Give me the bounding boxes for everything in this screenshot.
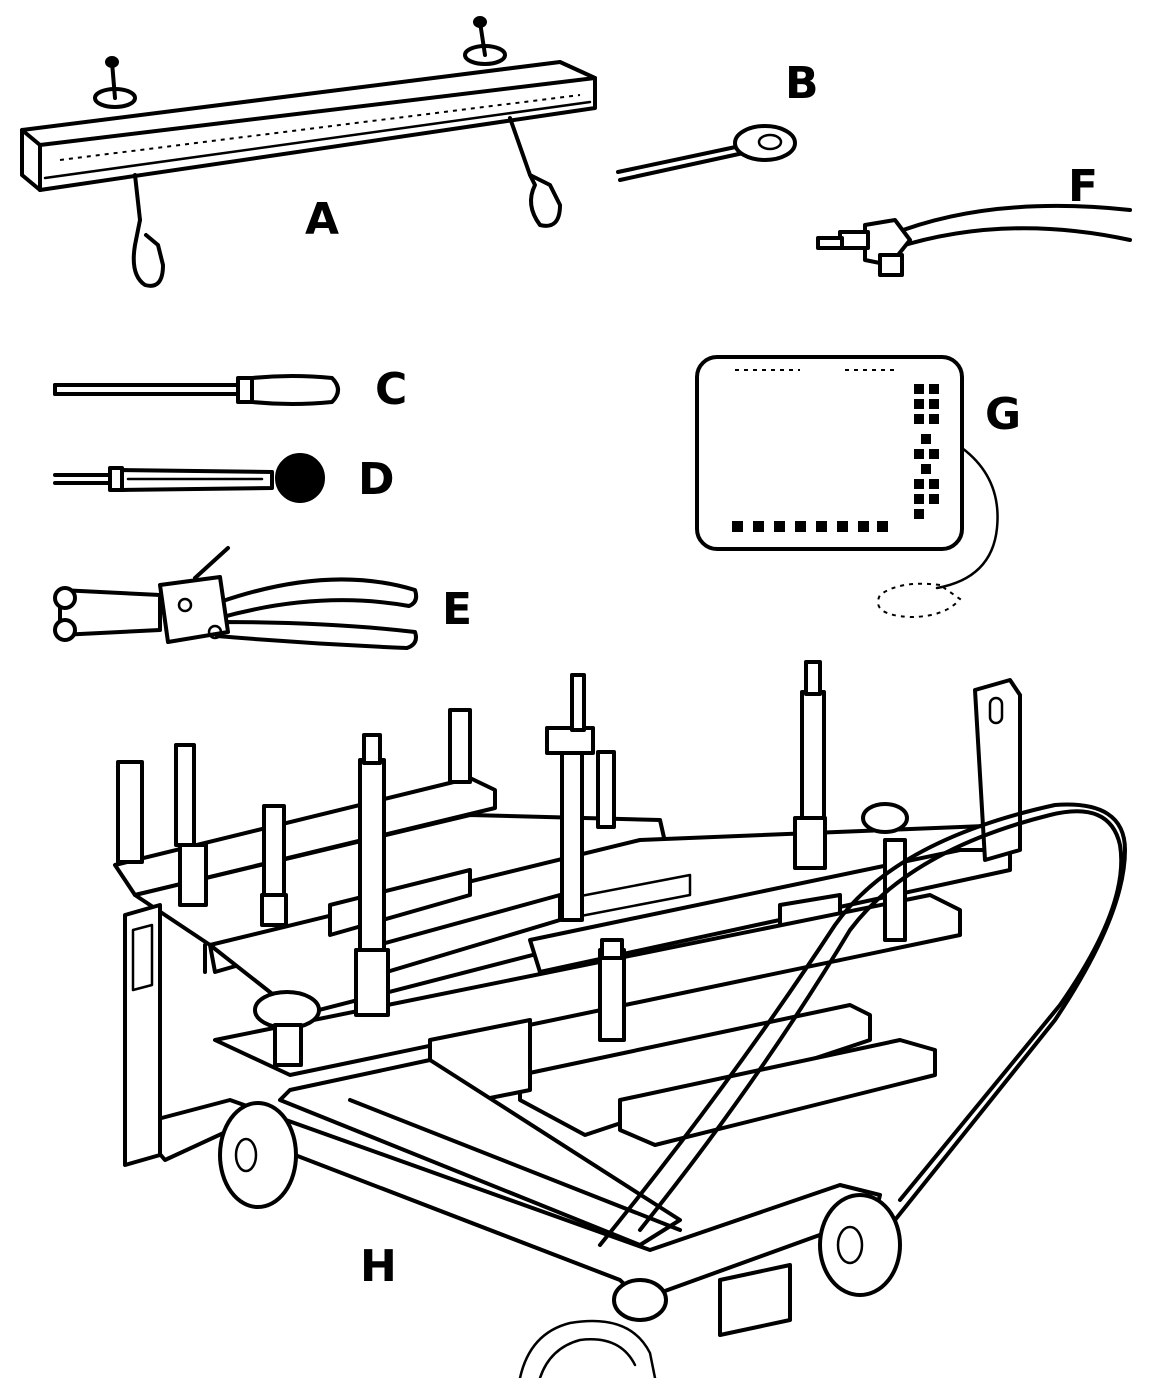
screwdriver-icon bbox=[53, 374, 340, 406]
label-d: D bbox=[358, 454, 395, 505]
label-h: H bbox=[360, 1241, 397, 1292]
control-pad-icon bbox=[695, 355, 999, 619]
label-a: A bbox=[305, 194, 340, 245]
keypad-buttons bbox=[732, 384, 939, 532]
label-f: F bbox=[1068, 161, 1099, 212]
pliers-icon bbox=[53, 546, 419, 650]
hose-fitting-icon bbox=[816, 203, 1132, 277]
label-c: C bbox=[375, 364, 408, 415]
engine-stand-cart-icon bbox=[113, 660, 1127, 1378]
ball-handle-tool-icon bbox=[53, 453, 325, 503]
lifting-beam-icon bbox=[20, 16, 597, 288]
label-g: G bbox=[985, 389, 1022, 440]
label-b: B bbox=[785, 58, 819, 109]
label-e: E bbox=[442, 584, 473, 635]
eye-bolt-pin-icon bbox=[616, 124, 797, 182]
